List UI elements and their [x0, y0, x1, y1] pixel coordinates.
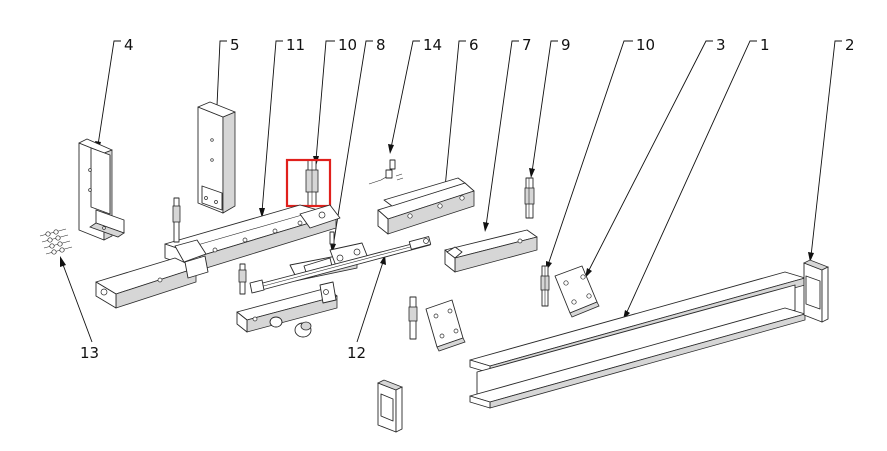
- callout-7: 7: [483, 36, 532, 232]
- svg-text:4: 4: [124, 36, 134, 54]
- svg-text:12: 12: [347, 344, 366, 362]
- callout-10-right: 10: [546, 36, 655, 271]
- highlight-box: [285, 158, 332, 208]
- mounting-plate-center: [425, 299, 466, 352]
- callout-9: 9: [529, 36, 571, 178]
- callout-3: 3: [585, 36, 726, 278]
- svg-text:14: 14: [423, 36, 442, 54]
- part-13-bolts: [39, 228, 73, 255]
- svg-text:6: 6: [469, 36, 479, 54]
- part-5-vertical-plate: [197, 101, 236, 214]
- svg-text:8: 8: [376, 36, 386, 54]
- part-9-pin: [524, 177, 535, 219]
- part-6-channel-bracket: [377, 177, 475, 235]
- svg-text:10: 10: [636, 36, 655, 54]
- part-10-pin-highlighted: [285, 158, 332, 208]
- part-7-box-channel: [444, 229, 538, 273]
- svg-text:7: 7: [522, 36, 532, 54]
- callout-10-left: 10: [313, 36, 357, 166]
- callout-14: 14: [388, 36, 442, 154]
- lower-end-cap: [377, 379, 403, 433]
- svg-text:2: 2: [845, 36, 855, 54]
- callout-6: 6: [442, 36, 479, 194]
- callout-13: 13: [60, 256, 99, 362]
- svg-text:11: 11: [286, 36, 305, 54]
- part-4-upright-bracket: [78, 138, 125, 241]
- part-11-main-frame: [95, 197, 341, 309]
- part-1-i-beam: [469, 271, 806, 409]
- svg-text:3: 3: [716, 36, 726, 54]
- svg-text:5: 5: [230, 36, 240, 54]
- callout-1: 1: [623, 36, 770, 320]
- svg-text:9: 9: [561, 36, 571, 54]
- lower-mounting-bracket: [236, 281, 338, 333]
- callout-8: 8: [330, 36, 386, 253]
- svg-text:1: 1: [760, 36, 770, 54]
- part-3-mounting-plate: [554, 265, 600, 318]
- svg-text:13: 13: [80, 344, 99, 362]
- part-10-pin-right: [540, 265, 550, 307]
- callout-12: 12: [347, 255, 386, 362]
- bushings: [269, 316, 312, 338]
- part-12-tie-rod: [238, 236, 432, 295]
- callout-11: 11: [259, 36, 305, 218]
- callout-2: 2: [808, 36, 855, 262]
- callout-4: 4: [95, 36, 134, 151]
- pin-center: [408, 296, 418, 340]
- part-14-small-link: [368, 159, 404, 185]
- svg-text:10: 10: [338, 36, 357, 54]
- part-2-end-cap: [803, 259, 829, 323]
